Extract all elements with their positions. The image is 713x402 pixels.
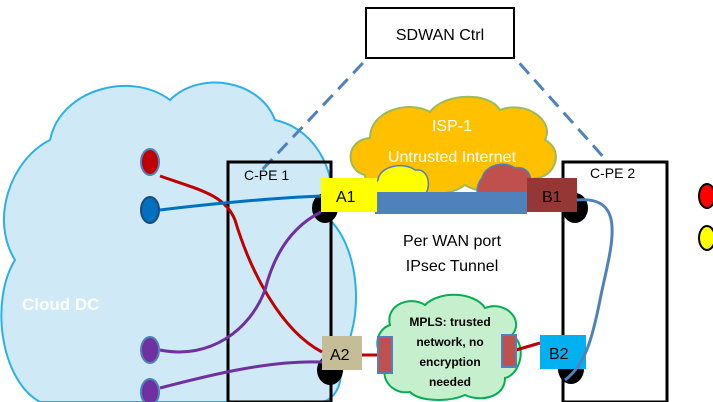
isp-cloud: ISP-1 Untrusted Internet [349,95,557,210]
cloud-shape [0,81,357,402]
cloud-dc-label: Cloud DC [22,295,99,314]
b2-mpls-link [515,341,541,352]
legend-yellow-dot [698,225,713,251]
sdwan-controller: SDWAN Ctrl [365,7,515,59]
mpls-label-4: needed [429,375,471,389]
cpe1-box [226,160,333,402]
endpoint-red [140,148,160,176]
tunnel-label-1: Per WAN port [403,233,502,250]
controller-box [365,7,515,59]
ipsec-tunnel [375,192,527,214]
endpoint-purple-1 [140,336,160,364]
port-b1-label: B1 [542,189,562,206]
port-a2: A2 [322,336,362,370]
cloud-dc: Cloud DC [0,81,357,402]
port-a1-box [321,178,377,212]
port-a2-label: A2 [330,347,350,364]
endpoint-blue [140,196,160,224]
ctrl-link-cpe2 [503,46,617,171]
tunnel-label-2: IPsec Tunnel [406,258,499,275]
isp-label-1: ISP-1 [432,118,472,135]
legend-red-dot [698,183,713,209]
isp-label-2: Untrusted Internet [388,149,517,166]
wire-blue-to-a1 [159,194,322,212]
wire-b1-to-b2 [564,198,614,382]
mpls-left-connector [377,336,393,374]
port-b2-label: B2 [549,346,569,363]
cpe2-label: C-PE 2 [590,165,635,181]
mpls-label-1: MPLS: trusted [409,315,490,329]
port-b2: B2 [540,335,586,369]
mpls-label-2: network, no [416,335,483,349]
endpoint-purple-2 [140,378,160,402]
wire-red-to-a2 [159,174,323,354]
port-b1-box [527,178,577,212]
mpls-cloud: MPLS: trusted network, no encryption nee… [376,293,522,401]
cpe1: C-PE 1 [226,160,333,402]
port-b1: B1 [527,178,577,212]
mpls-cloud-shape [376,293,522,401]
port-a2-box [322,336,362,370]
mpls-label-3: encryption [419,355,480,369]
cpe1-label: C-PE 1 [244,167,289,183]
controller-label: SDWAN Ctrl [396,27,484,44]
wire-purple-to-a2 [159,360,323,390]
port-a1: A1 [321,178,377,212]
port-a1-label: A1 [336,189,356,206]
mpls-right-connector [501,334,517,368]
ctrl-link-cpe1 [258,45,380,174]
wire-purple-to-a1 [159,210,322,354]
